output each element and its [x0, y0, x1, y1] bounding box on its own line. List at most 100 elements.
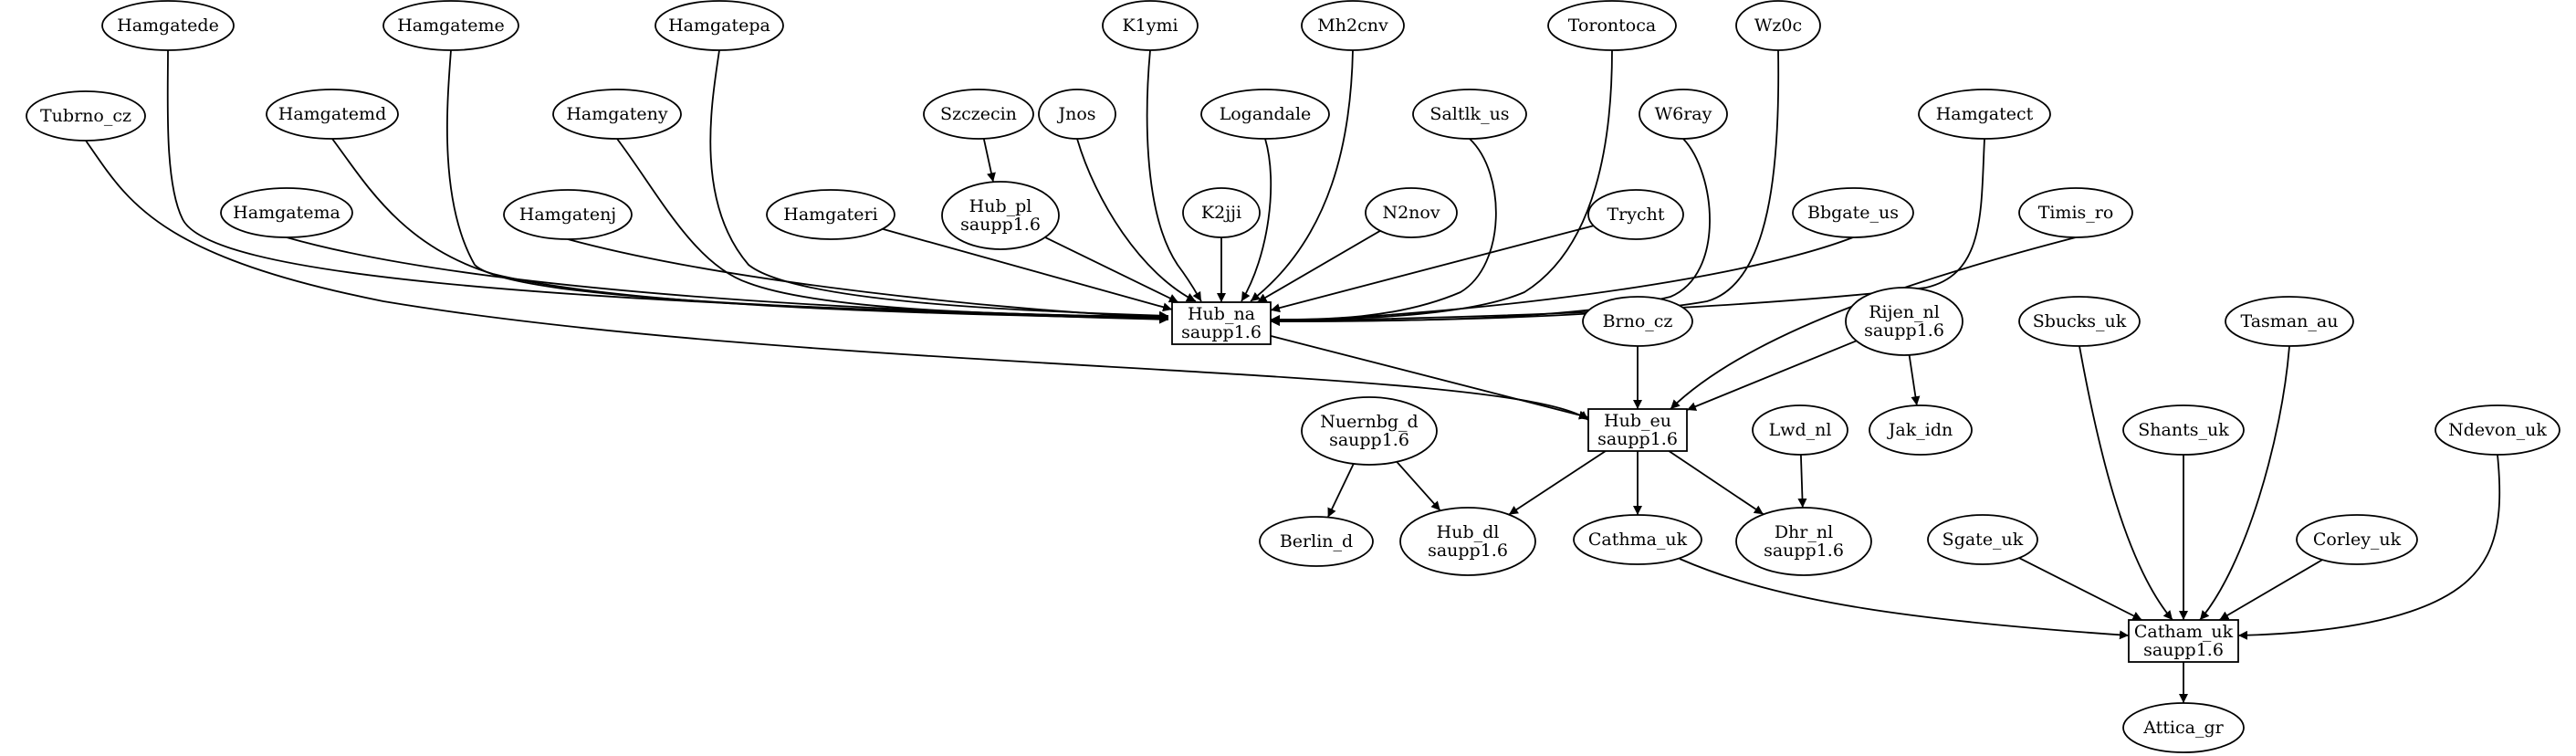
node-ndevon_uk: Ndevon_uk: [2435, 404, 2560, 456]
node-label-hub_pl-line1: saupp1.6: [960, 215, 1041, 235]
node-label-hub_pl-line0: Hub_pl: [969, 196, 1032, 216]
node-label-trycht-line0: Trycht: [1607, 205, 1664, 225]
node-label-hamgatenj-line0: Hamgatenj: [519, 205, 616, 225]
node-shape-tasman_au: [2225, 296, 2354, 347]
node-label-tasman_au-line0: Tasman_au: [2241, 311, 2339, 331]
node-shants_uk: Shants_uk: [2122, 404, 2245, 456]
node-shape-hub_na: [1171, 301, 1272, 345]
node-szczecin: Szczecin: [923, 89, 1034, 140]
node-lwd_nl: Lwd_nl: [1752, 404, 1848, 456]
node-shape-corley_uk: [2296, 514, 2418, 565]
edges-layer: [85, 49, 2501, 703]
node-brno_cz: Brno_cz: [1582, 296, 1693, 347]
edge-cathma_uk-to-catham_uk: [1679, 558, 2130, 640]
node-shape-jnos: [1038, 89, 1116, 140]
node-sgate_uk: Sgate_uk: [1927, 514, 2038, 565]
node-torontoca: Torontoca: [1547, 0, 1677, 51]
node-jnos: Jnos: [1038, 89, 1116, 140]
node-label-brno_cz-line0: Brno_cz: [1603, 311, 1673, 331]
node-bbgate_us: Bbgate_us: [1792, 187, 1914, 238]
node-shape-wz0c: [1735, 0, 1821, 51]
node-berlin_d: Berlin_d: [1259, 516, 1374, 567]
node-tubrno_cz: Tubrno_cz: [26, 90, 146, 142]
edge-sgate_uk-to-catham_uk: [2018, 557, 2142, 621]
node-label-sgate_uk-line0: Sgate_uk: [1942, 530, 2024, 550]
node-label-hamgateme-line0: Hamgateme: [397, 16, 505, 36]
node-shape-hamgatepa: [654, 0, 784, 51]
edge-hub_na-to-hub_eu: [1270, 335, 1589, 420]
node-label-w6ray-line0: W6ray: [1655, 104, 1712, 124]
node-shape-bbgate_us: [1792, 187, 1914, 238]
node-label-cathma_uk-line0: Cathma_uk: [1588, 530, 1688, 550]
node-label-shants_uk-line0: Shants_uk: [2138, 420, 2229, 440]
node-shape-hamgatemd: [266, 89, 399, 140]
node-label-catham_uk-line0: Catham_uk: [2134, 622, 2234, 642]
node-label-rijen_nl-line0: Rijen_nl: [1869, 302, 1940, 322]
node-shape-hub_eu: [1587, 408, 1688, 452]
node-shape-hamgatenj: [503, 189, 633, 240]
edge-nuernbg_d-to-hub_dl: [1396, 461, 1441, 511]
node-label-dhr_nl-line1: saupp1.6: [1764, 541, 1844, 561]
edge-logandale-to-hub_na: [1241, 138, 1272, 302]
node-label-attica_gr-line0: Attica_gr: [2142, 718, 2224, 738]
node-label-timis_ro-line0: Timis_ro: [2038, 203, 2114, 223]
node-label-hamgatema-line0: Hamgatema: [233, 203, 340, 223]
node-label-hamgateny-line0: Hamgateny: [566, 104, 668, 124]
node-hamgateme: Hamgateme: [382, 0, 519, 51]
node-label-corley_uk-line0: Corley_uk: [2313, 530, 2402, 550]
node-tasman_au: Tasman_au: [2225, 296, 2354, 347]
node-label-dhr_nl-line0: Dhr_nl: [1775, 522, 1833, 542]
edge-lwd_nl-to-dhr_nl: [1797, 454, 1807, 509]
edge-k1ymi-to-hub_na: [1146, 49, 1202, 302]
node-shape-catham_uk: [2128, 619, 2239, 663]
node-label-hub_dl-line1: saupp1.6: [1428, 541, 1508, 561]
node-label-szczecin-line0: Szczecin: [940, 104, 1017, 124]
node-shape-hamgateri: [766, 189, 895, 240]
edge-hamgateri-to-hub_na: [882, 227, 1173, 312]
node-sbucks_uk: Sbucks_uk: [2018, 296, 2141, 347]
node-label-mh2cnv-line0: Mh2cnv: [1317, 16, 1388, 36]
node-k2jji: K2jji: [1182, 187, 1261, 238]
node-wz0c: Wz0c: [1735, 0, 1821, 51]
node-shape-cathma_uk: [1573, 514, 1702, 565]
node-shape-ndevon_uk: [2435, 404, 2560, 456]
node-label-rijen_nl-line1: saupp1.6: [1864, 320, 1944, 341]
node-hamgateri: Hamgateri: [766, 189, 895, 240]
node-label-tubrno_cz-line0: Tubrno_cz: [40, 106, 131, 126]
node-shape-hamgateny: [552, 89, 682, 140]
edge-rijen_nl-to-hub_eu: [1686, 340, 1858, 411]
edge-hamgatema-to-hub_na: [286, 236, 1169, 322]
node-label-catham_uk-line1: saupp1.6: [2143, 640, 2224, 660]
node-label-n2nov-line0: N2nov: [1382, 203, 1440, 223]
node-label-jak_idn-line0: Jak_idn: [1887, 420, 1953, 440]
edge-rijen_nl-to-jak_idn: [1908, 354, 1921, 406]
edge-hamgatemd-to-hub_na: [331, 138, 1169, 323]
node-hamgateny: Hamgateny: [552, 89, 682, 140]
node-label-k1ymi-line0: K1ymi: [1122, 16, 1178, 36]
node-label-jnos-line0: Jnos: [1056, 104, 1095, 124]
node-label-lwd_nl-line0: Lwd_nl: [1769, 420, 1832, 440]
node-shape-trycht: [1587, 189, 1684, 240]
edge-sbucks_uk-to-catham_uk: [2079, 345, 2173, 621]
node-label-nuernbg_d-line0: Nuernbg_d: [1320, 412, 1418, 432]
node-shape-hamgatect: [1918, 89, 2051, 140]
node-label-torontoca-line0: Torontoca: [1568, 16, 1656, 36]
node-saltlk_us: Saltlk_us: [1412, 89, 1527, 140]
node-shape-timis_ro: [2018, 187, 2133, 238]
node-label-hub_na-line0: Hub_na: [1188, 304, 1255, 324]
edge-wz0c-to-hub_na: [1270, 49, 1780, 326]
node-label-bbgate_us-line0: Bbgate_us: [1807, 203, 1899, 223]
node-logandale: Logandale: [1200, 89, 1330, 140]
node-label-logandale-line0: Logandale: [1220, 104, 1312, 124]
node-hamgatenj: Hamgatenj: [503, 189, 633, 240]
edge-hub_eu-to-hub_dl: [1508, 450, 1607, 516]
node-shape-saltlk_us: [1412, 89, 1527, 140]
node-hamgatede: Hamgatede: [101, 0, 235, 51]
